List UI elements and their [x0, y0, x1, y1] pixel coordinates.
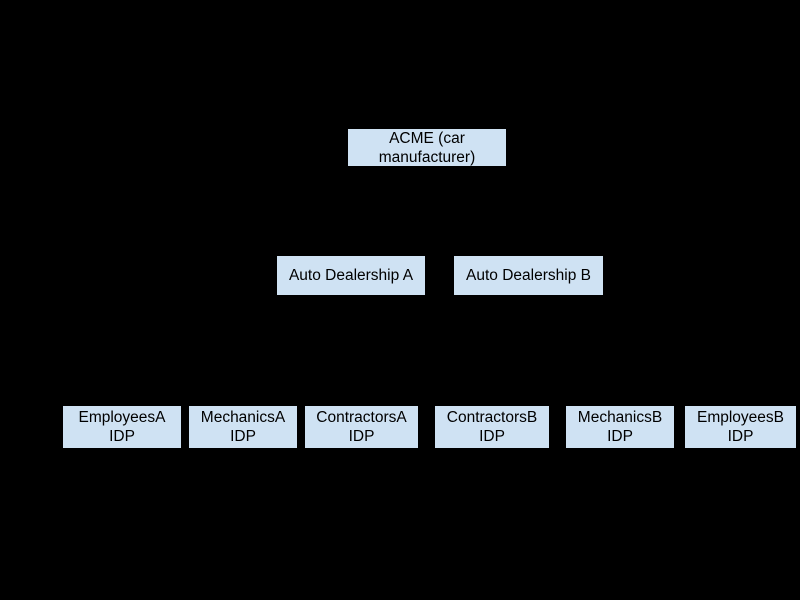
node-label-line: IDP: [230, 428, 256, 445]
node-mechanics-b-idp: MechanicsB IDP: [565, 405, 675, 449]
node-label-line: EmployeesB: [696, 409, 784, 426]
node-label-line: ContractorsB: [446, 409, 538, 426]
node-label-line: IDP: [109, 428, 135, 445]
node-label-line: ACME (car: [389, 129, 465, 147]
node-employees-a-idp: EmployeesA IDP: [62, 405, 182, 449]
node-label-line: MechanicsA: [200, 409, 286, 426]
node-label-line: IDP: [727, 428, 754, 445]
node-label-line: MechanicsB: [577, 409, 663, 426]
node-employees-b-idp: EmployeesB IDP: [684, 405, 797, 449]
node-label-line: IDP: [607, 428, 633, 445]
node-acme-car-manufacturer: ACME (car manufacturer): [347, 128, 507, 167]
node-label-line: IDP: [479, 428, 505, 445]
node-label-line: EmployeesA: [78, 409, 166, 426]
node-mechanics-a-idp: MechanicsA IDP: [188, 405, 298, 449]
node-label-line: Auto Dealership A: [288, 267, 414, 284]
node-auto-dealership-b: Auto Dealership B: [453, 255, 604, 296]
node-contractors-a-idp: ContractorsA IDP: [304, 405, 419, 449]
node-label-line: manufacturer): [378, 148, 476, 166]
node-auto-dealership-a: Auto Dealership A: [276, 255, 426, 296]
node-contractors-b-idp: ContractorsB IDP: [434, 405, 550, 449]
node-label-line: ContractorsA: [316, 409, 407, 426]
node-label-line: Auto Dealership B: [466, 267, 591, 284]
node-label-line: IDP: [348, 428, 375, 445]
